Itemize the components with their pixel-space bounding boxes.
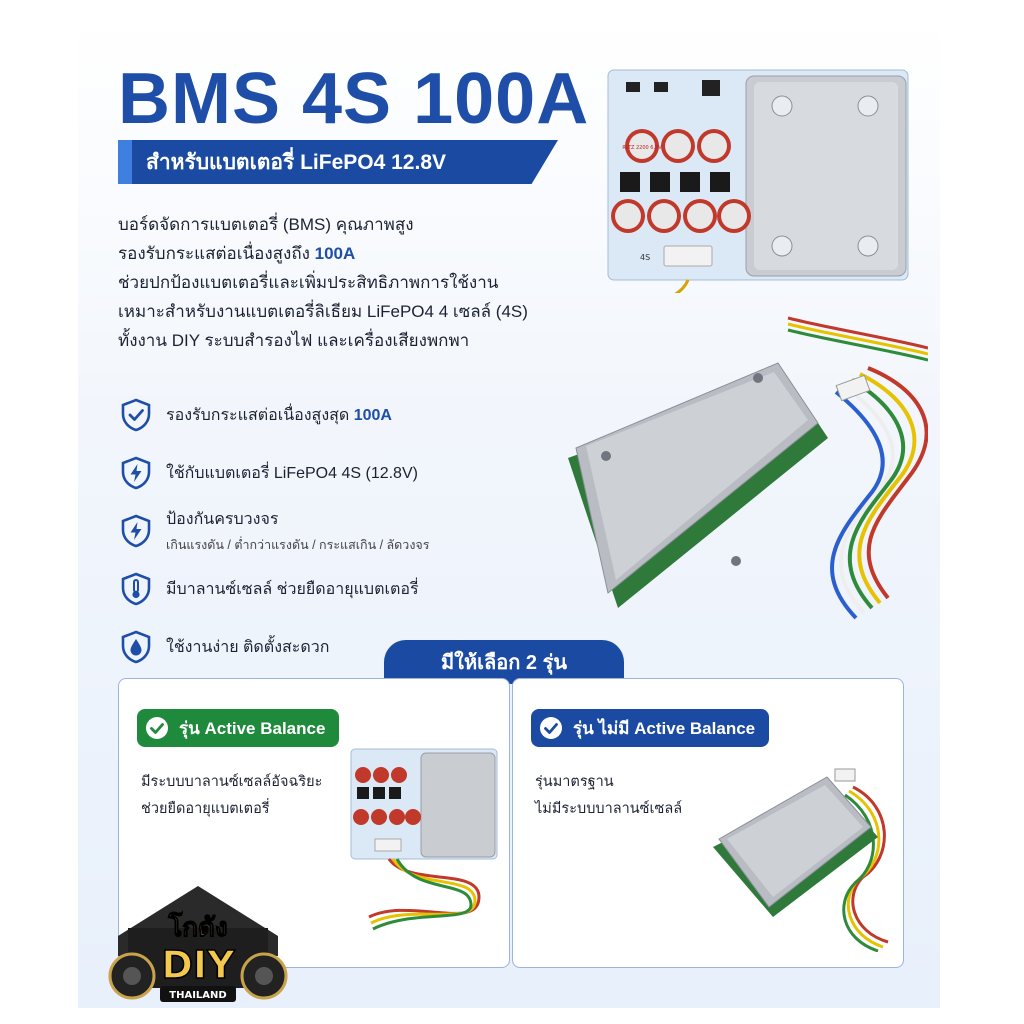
intro-line-1: บอร์ดจัดการแบตเตอรี่ (BMS) คุณภาพสูง (118, 215, 414, 234)
standard-desc-1: รุ่นมาตรฐาน (535, 774, 614, 790)
check-circle-icon (540, 717, 562, 739)
shield-bolt-icon (121, 456, 151, 490)
feature-text: รองรับกระแสต่อเนื่องสูงสุด 100A (166, 403, 392, 428)
intro-line-2-accent: 100A (314, 244, 356, 263)
feature-item: ใช้งานง่าย ติดตั้งสะดวก (118, 618, 558, 676)
active-balance-badge-label: รุ่น Active Balance (179, 718, 326, 738)
standard-board-image (713, 768, 889, 952)
intro-text: บอร์ดจัดการแบตเตอรี่ (BMS) คุณภาพสูง รอง… (118, 210, 578, 355)
product-poster: BMS 4S 100A สำหรับแบตเตอรี่ LiFePO4 12.8… (78, 18, 940, 1008)
standard-description: รุ่นมาตรฐาน ไม่มีระบบบาลานซ์เซลล์ (535, 769, 682, 823)
bms-active-board-image: RLTZ 2200 6.3V 4S (607, 69, 909, 293)
feature-text: ป้องกันครบวงจร เกินแรงดัน / ต่ำกว่าแรงดั… (166, 507, 429, 555)
feature-accent: 100A (353, 406, 392, 424)
shield-bolt-icon (121, 514, 151, 548)
intro-line-2-prefix: รองรับกระแสต่อเนื่องสูงถึง (118, 244, 315, 263)
feature-item: มีบาลานซ์เซลล์ ช่วยยืดอายุแบตเตอรี่ (118, 560, 558, 618)
standard-badge-label: รุ่น ไม่มี Active Balance (573, 718, 756, 738)
intro-line-5: ทั้งงาน DIY ระบบสำรองไฟ และเครื่องเสียงพ… (118, 331, 470, 350)
logo-line-2: DIY (161, 943, 235, 987)
intro-line-2: รองรับกระแสต่อเนื่องสูงถึง 100A (118, 239, 578, 268)
feature-label: ป้องกันครบวงจร (166, 511, 279, 528)
standard-badge: รุ่น ไม่มี Active Balance (531, 709, 770, 747)
shield-check-icon (121, 398, 151, 432)
feature-list: รองรับกระแสต่อเนื่องสูงสุด 100A ใช้กับแบ… (118, 386, 558, 676)
choice-title: มีให้เลือก 2 รุ่น (384, 640, 624, 684)
capacitor-row-top (625, 129, 731, 163)
feature-item: ป้องกันครบวงจร เกินแรงดัน / ต่ำกว่าแรงดั… (118, 502, 558, 560)
active-balance-badge: รุ่น Active Balance (137, 709, 340, 747)
feature-text: ใช้งานง่าย ติดตั้งสะดวก (166, 638, 330, 656)
active-balance-board-image (350, 748, 498, 931)
capacitor-row-bottom (611, 199, 751, 233)
intro-line-4: เหมาะสำหรับงานแบตเตอรี่ลิเธียม LiFePO4 4… (118, 302, 528, 321)
page-title: BMS 4S 100A (118, 59, 590, 139)
logo-line-3: THAILAND (169, 990, 226, 1001)
active-balance-description: มีระบบบาลานซ์เซลล์อัจฉริยะ ช่วยยืดอายุแบ… (141, 769, 322, 823)
feature-label: รองรับกระแสต่อเนื่องสูงสุด (166, 406, 354, 424)
standard-desc-2: ไม่มีระบบบาลานซ์เซลล์ (535, 801, 683, 817)
active-balance-desc-2: ช่วยยืดอายุแบตเตอรี่ (141, 801, 270, 817)
feature-item: ใช้กับแบตเตอรี่ LiFePO4 4S (12.8V) (118, 444, 558, 502)
droplet-shield-icon (121, 630, 151, 664)
logo-line-1: โกดัง (167, 911, 227, 943)
subtitle-text: สำหรับแบตเตอรี่ LiFePO4 12.8V (146, 150, 447, 174)
feature-text: ใช้กับแบตเตอรี่ LiFePO4 4S (12.8V) (166, 464, 418, 482)
check-circle-icon (146, 717, 168, 739)
active-balance-desc-1: มีระบบบาลานซ์เซลล์อัจฉริยะ (141, 774, 323, 790)
capacitor-label: RLTZ 2200 6.3V (622, 145, 662, 151)
feature-item: รองรับกระแสต่อเนื่องสูงสุด 100A (118, 386, 558, 444)
intro-line-3: ช่วยปกป้องแบตเตอรี่และเพิ่มประสิทธิภาพกา… (118, 273, 499, 292)
option-standard: รุ่น ไม่มี Active Balance รุ่นมาตรฐาน ไม… (512, 678, 904, 968)
bms-standard-board-image (568, 316, 928, 620)
feature-text: มีบาลานซ์เซลล์ ช่วยยืดอายุแบตเตอรี่ (166, 580, 419, 598)
thermometer-shield-icon (121, 572, 151, 606)
kodang-diy-logo: โกดัง DIY THAILAND (108, 886, 288, 1002)
board-model-label: 4S (640, 253, 650, 262)
feature-sub: เกินแรงดัน / ต่ำกว่าแรงดัน / กระแสเกิน /… (166, 538, 430, 552)
subtitle-banner: สำหรับแบตเตอรี่ LiFePO4 12.8V (118, 140, 558, 184)
